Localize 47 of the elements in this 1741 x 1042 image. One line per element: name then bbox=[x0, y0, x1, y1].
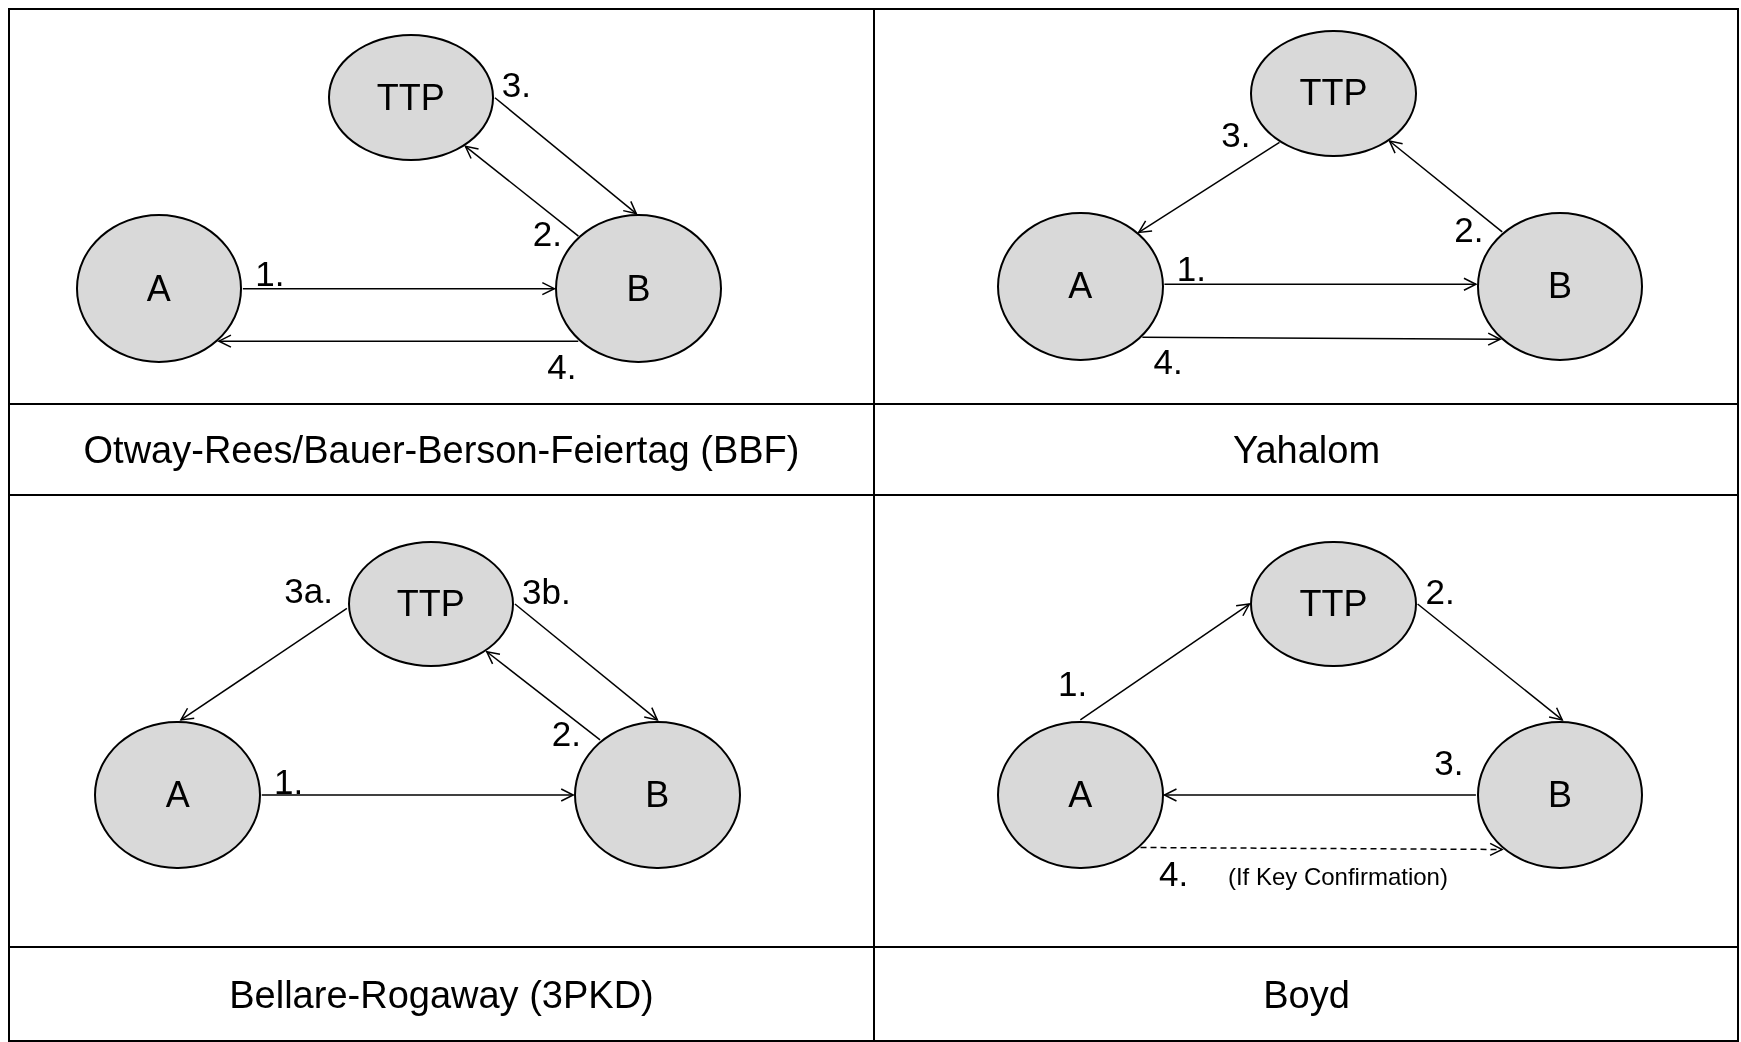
arrow bbox=[1163, 277, 1477, 291]
node-label: A bbox=[1068, 268, 1093, 305]
arrow bbox=[180, 607, 348, 721]
arrow bbox=[1388, 140, 1503, 233]
node-label: B bbox=[1548, 268, 1572, 305]
arrow bbox=[464, 145, 580, 237]
arrow bbox=[1163, 788, 1477, 802]
edge-label: 3. bbox=[501, 66, 531, 102]
edge-label: 4. bbox=[547, 348, 577, 384]
arrow bbox=[261, 788, 574, 802]
edge-label: 2. bbox=[551, 715, 581, 751]
caption-text: Boyd bbox=[1263, 975, 1350, 1014]
edge-label: 3. bbox=[1221, 116, 1251, 152]
node-label: TTP bbox=[396, 586, 465, 622]
node-label: B bbox=[626, 270, 651, 307]
node-label: A bbox=[165, 777, 190, 813]
arrow bbox=[242, 281, 556, 296]
edge-label: 4. bbox=[1159, 855, 1189, 891]
node-label: B bbox=[645, 777, 670, 813]
node-label: A bbox=[146, 270, 171, 307]
edge-label: 1. bbox=[1058, 665, 1088, 701]
arrow bbox=[494, 96, 638, 215]
edge-label: 2. bbox=[1425, 573, 1455, 609]
node-label: TTP bbox=[1299, 586, 1368, 622]
note-text: (If Key Confirmation) bbox=[1227, 865, 1448, 890]
caption-text: Yahalom bbox=[1232, 431, 1381, 469]
edge-label: 3b. bbox=[521, 573, 571, 609]
arrow bbox=[486, 650, 601, 741]
node-label: B bbox=[1548, 777, 1572, 813]
node-label: TTP bbox=[1299, 75, 1368, 112]
edge-label: 2. bbox=[1454, 211, 1484, 247]
node-label: TTP bbox=[376, 79, 445, 116]
edge-label: 1. bbox=[255, 255, 285, 291]
caption-text: Otway-Rees/Bauer-Berson-Feiertag (BBF) bbox=[83, 431, 800, 469]
caption-text: Bellare-Rogaway (3PKD) bbox=[229, 975, 654, 1014]
arrow bbox=[514, 603, 659, 721]
edge-label: 1. bbox=[1176, 250, 1206, 286]
arrow bbox=[1139, 842, 1503, 857]
node-label: A bbox=[1068, 777, 1093, 813]
edge-label: 3a. bbox=[284, 572, 333, 608]
edge-label: 2. bbox=[532, 215, 562, 251]
arrow bbox=[1141, 332, 1501, 346]
arrow bbox=[1079, 603, 1251, 721]
arrow bbox=[1416, 603, 1563, 721]
edge-label: 4. bbox=[1153, 343, 1183, 379]
edge-label: 1. bbox=[274, 763, 304, 799]
edge-label: 3. bbox=[1434, 744, 1464, 780]
